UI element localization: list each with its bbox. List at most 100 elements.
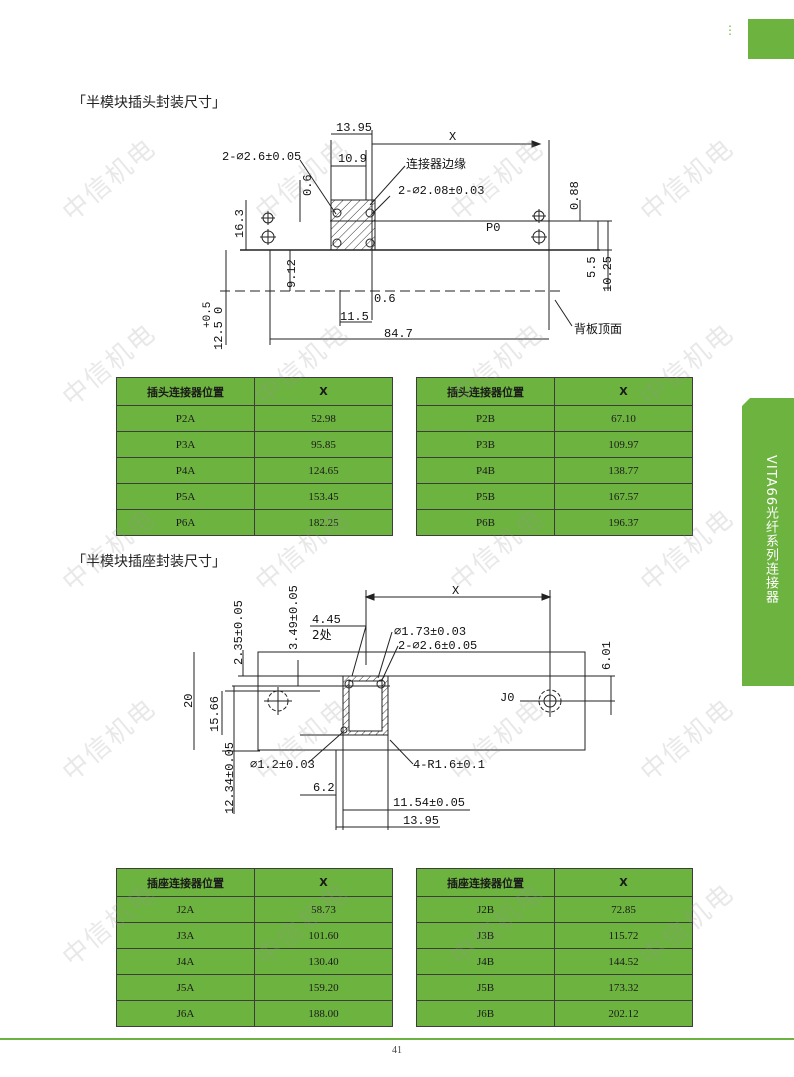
table-cell: J2A bbox=[116, 896, 255, 923]
table-header: X bbox=[554, 377, 693, 406]
table-cell: P3A bbox=[116, 431, 255, 458]
dim-84-7: 84.7 bbox=[384, 327, 413, 341]
table-header: X bbox=[554, 868, 693, 897]
label-backplane-top: 背板顶面 bbox=[574, 322, 622, 336]
section1-title: 「半模块插头封装尺寸」 bbox=[72, 95, 226, 111]
dim-hole-2-6b: 2-⌀2.6±0.05 bbox=[398, 639, 477, 653]
dim-9-12: 9.12 bbox=[285, 259, 299, 288]
dim-10-9: 10.9 bbox=[338, 152, 367, 166]
dim-3-49: 3.49±0.05 bbox=[287, 585, 301, 650]
table-cell: P6A bbox=[116, 509, 255, 536]
table-header: 插头连接器位置 bbox=[416, 377, 555, 406]
table-cell: 196.37 bbox=[554, 509, 693, 536]
table-cell: 124.65 bbox=[254, 457, 393, 484]
dim-r1-6: 4-R1.6±0.1 bbox=[413, 758, 485, 772]
dim-0-88: 0.88 bbox=[568, 181, 582, 210]
table-cell: 109.97 bbox=[554, 431, 693, 458]
label-j0: J0 bbox=[500, 691, 514, 705]
dim-12-5: 12.5 0 bbox=[212, 307, 226, 350]
table-cell: J3B bbox=[416, 922, 555, 949]
table-cell: P4B bbox=[416, 457, 555, 484]
table-cell: J2B bbox=[416, 896, 555, 923]
table-cell: 167.57 bbox=[554, 483, 693, 510]
table-cell: 153.45 bbox=[254, 483, 393, 510]
table-cell: 101.60 bbox=[254, 922, 393, 949]
side-tab-label: VITA66光纤系列连接器 bbox=[763, 455, 778, 605]
table-cell: P2B bbox=[416, 405, 555, 432]
dim-6-01: 6.01 bbox=[600, 641, 614, 670]
table-cell: P4A bbox=[116, 457, 255, 484]
table-cell: P6B bbox=[416, 509, 555, 536]
table-cell: 52.98 bbox=[254, 405, 393, 432]
table-cell: 115.72 bbox=[554, 922, 693, 949]
table-cell: 182.25 bbox=[254, 509, 393, 536]
table-cell: J4A bbox=[116, 948, 255, 975]
dim-tolerance: +0.5 bbox=[202, 302, 214, 328]
dim-12-34: 12.34±0.05 bbox=[223, 742, 237, 814]
dim-x: X bbox=[449, 130, 456, 144]
dim-2-35: 2.35±0.05 bbox=[232, 600, 246, 665]
table-cell: J5A bbox=[116, 974, 255, 1001]
table-header: 插座连接器位置 bbox=[116, 868, 255, 897]
table-cell: 159.20 bbox=[254, 974, 393, 1001]
side-tab bbox=[742, 398, 794, 686]
dim-hole-1-2: ⌀1.2±0.03 bbox=[250, 758, 315, 772]
table-cell: J4B bbox=[416, 948, 555, 975]
dim-5-5: 5.5 bbox=[585, 256, 599, 278]
dim-11-5: 11.5 bbox=[340, 310, 369, 324]
footer-rule bbox=[0, 1038, 794, 1040]
table-header: 插座连接器位置 bbox=[416, 868, 555, 897]
page-number: 41 bbox=[392, 1045, 402, 1056]
table-cell: 144.52 bbox=[554, 948, 693, 975]
dim-16-3: 16.3 bbox=[233, 209, 247, 238]
table-cell: 67.10 bbox=[554, 405, 693, 432]
table-cell: J5B bbox=[416, 974, 555, 1001]
table-cell: P2A bbox=[116, 405, 255, 432]
table-cell: 188.00 bbox=[254, 1000, 393, 1027]
dim-13-95b: 13.95 bbox=[403, 814, 439, 828]
table-cell: 58.73 bbox=[254, 896, 393, 923]
plug-footprint-drawing: 13.95 X 2-⌀2.6±0.05 10.9 连接器边缘 2-⌀2.08±0… bbox=[202, 121, 622, 350]
table-cell: J3A bbox=[116, 922, 255, 949]
dim-20: 20 bbox=[182, 694, 196, 708]
table-header: 插头连接器位置 bbox=[116, 377, 255, 406]
table-cell: 72.85 bbox=[554, 896, 693, 923]
dim-10-25: 10.25 bbox=[601, 256, 615, 292]
table-cell: P5A bbox=[116, 483, 255, 510]
dim-15-66: 15.66 bbox=[208, 696, 222, 732]
table-cell: 138.77 bbox=[554, 457, 693, 484]
dim-hole-2-08: 2-⌀2.08±0.03 bbox=[398, 184, 484, 198]
section2-title: 「半模块插座封装尺寸」 bbox=[72, 554, 226, 570]
table-header: X bbox=[254, 868, 393, 897]
dim-4-45: 4.45 bbox=[312, 613, 341, 627]
dim-hole-2-6: 2-⌀2.6±0.05 bbox=[222, 150, 301, 164]
table-cell: J6B bbox=[416, 1000, 555, 1027]
dim-hole-1-73: ⌀1.73±0.03 bbox=[394, 625, 466, 639]
header-accent-block bbox=[748, 19, 794, 59]
table-cell: 173.32 bbox=[554, 974, 693, 1001]
table-cell: P5B bbox=[416, 483, 555, 510]
table-cell: 130.40 bbox=[254, 948, 393, 975]
